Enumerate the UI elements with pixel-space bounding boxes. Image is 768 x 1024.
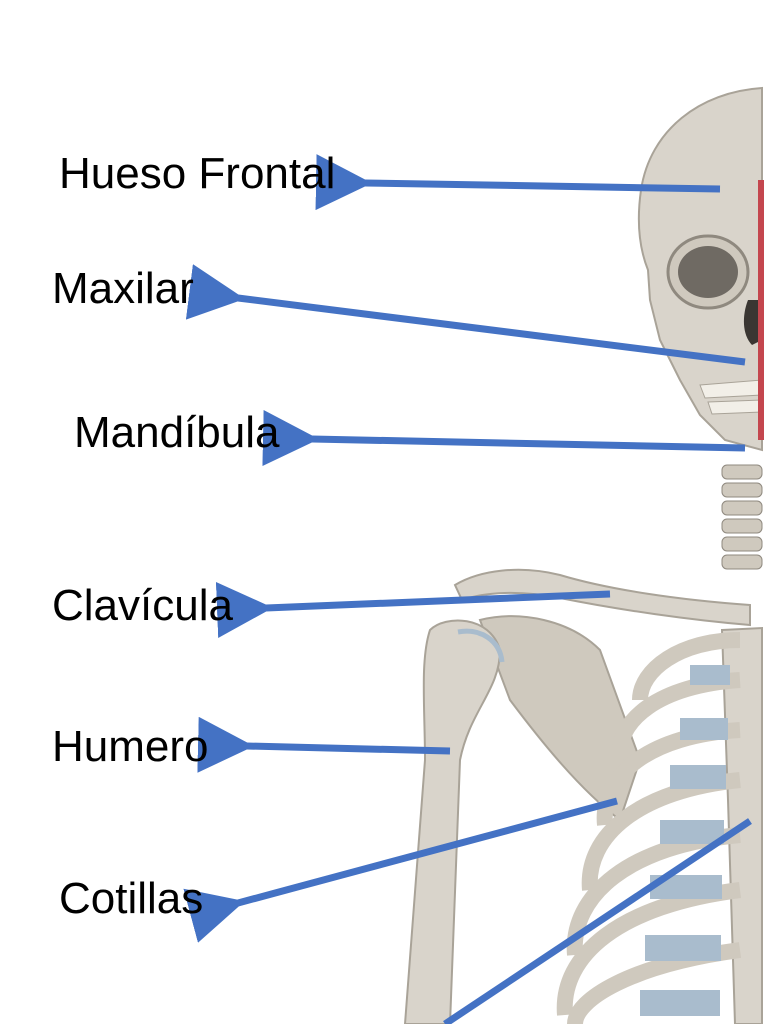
rib-cage	[556, 632, 742, 1024]
arrow-hueso-frontal	[315, 154, 721, 211]
label-mandibula: Mandíbula	[74, 408, 280, 457]
label-maxilar: Maxilar	[52, 264, 194, 313]
arrow-mandibula	[262, 409, 746, 466]
label-arrows	[183, 154, 752, 1024]
label-cotillas: Cotillas	[59, 874, 204, 923]
label-humero: Humero	[52, 722, 209, 771]
humerus-bone	[403, 619, 505, 1024]
arrow-sternum-partial	[443, 818, 752, 1024]
arrow-clavicula	[215, 582, 611, 638]
skull	[637, 86, 764, 452]
arrow-cotillas	[183, 797, 618, 943]
cervical-spine	[721, 464, 763, 570]
arrow-maxilar	[185, 264, 746, 366]
label-hueso-frontal: Hueso Frontal	[59, 149, 336, 198]
arrow-humero	[197, 716, 451, 773]
label-clavicula: Clavícula	[52, 581, 233, 630]
